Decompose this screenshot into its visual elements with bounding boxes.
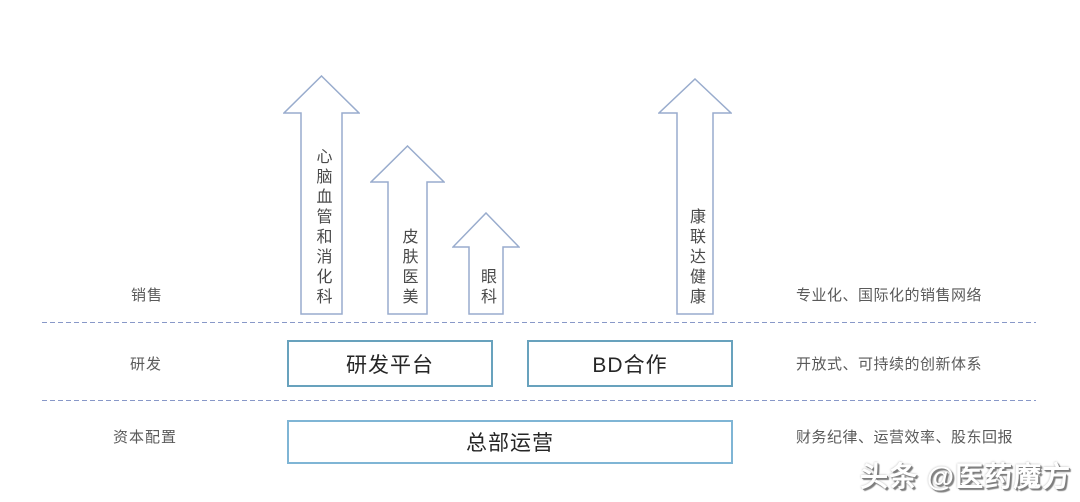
note-innovation-system: 开放式、可持续的创新体系 bbox=[796, 356, 983, 373]
box-headquarters-operations: 总部运营 bbox=[287, 420, 733, 464]
up-arrow-icon bbox=[452, 212, 520, 315]
arrow-label: 皮肤医美 bbox=[399, 228, 417, 308]
box-headquarters-operations-label: 总部运营 bbox=[466, 432, 554, 455]
arrow-kanglianda-health: 康联达健康 bbox=[658, 78, 732, 315]
arrow-ophthalmology: 眼科 bbox=[452, 212, 520, 315]
box-rnd-platform: 研发平台 bbox=[287, 340, 493, 387]
row-label-rnd: 研发 bbox=[130, 356, 163, 373]
up-arrow-icon bbox=[283, 75, 360, 315]
arrow-cardio-cerebro-digestive: 心脑血管和消化科 bbox=[283, 75, 360, 315]
arrow-derma-medical-aesthetics: 皮肤医美 bbox=[370, 145, 445, 315]
up-arrow-icon bbox=[370, 145, 445, 315]
row-label-sales: 销售 bbox=[131, 287, 164, 304]
row-label-capital-allocation: 资本配置 bbox=[113, 429, 178, 446]
dashed-divider-sales-rnd bbox=[42, 322, 1036, 323]
arrow-label: 心脑血管和消化科 bbox=[313, 148, 331, 308]
note-sales-network: 专业化、国际化的销售网络 bbox=[796, 287, 983, 304]
dashed-divider-rnd-capital bbox=[42, 400, 1036, 401]
arrow-label: 眼科 bbox=[478, 268, 495, 308]
arrow-label: 康联达健康 bbox=[687, 208, 704, 308]
box-rnd-platform-label: 研发平台 bbox=[346, 353, 434, 377]
watermark-toutiao-yiyaomofang: 头条 @医药魔方 bbox=[860, 461, 1072, 492]
note-financial-discipline: 财务纪律、运营效率、股东回报 bbox=[796, 429, 1014, 446]
box-bd-cooperation: BD合作 bbox=[527, 340, 733, 387]
up-arrow-icon bbox=[658, 78, 732, 315]
box-bd-cooperation-label: BD合作 bbox=[592, 353, 668, 377]
